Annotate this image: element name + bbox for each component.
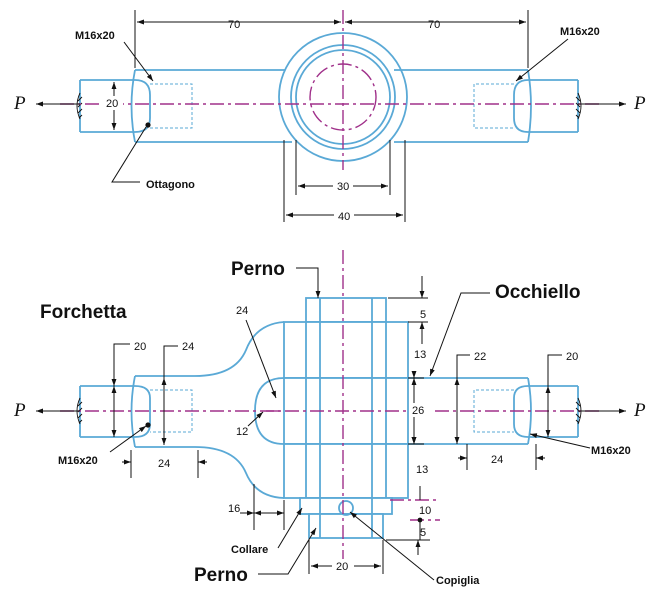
top-octagon-leader: [111, 126, 147, 183]
bot-cotter-hole: [338, 500, 354, 516]
bot-fork-lower-jaw: [283, 443, 409, 499]
bot-dim-12: 12: [236, 426, 248, 438]
top-right-arm: [394, 69, 532, 143]
bot-pin-head: [305, 297, 387, 323]
top-left-thread-hidden: [150, 83, 193, 129]
bot-dim-16: 16: [228, 503, 240, 515]
bot-collar-label: Collare: [231, 544, 268, 556]
bot-cotter-label: Copiglia: [436, 575, 480, 587]
bot-fork-upper-jaw: [283, 321, 409, 379]
top-left-arm-chamfer: [134, 79, 151, 133]
bot-dim-5-top: 5: [420, 309, 426, 321]
top-load-left-label: P: [13, 93, 26, 114]
bot-cotter-leader: [349, 511, 435, 581]
bot-eye-label: Occhiello: [495, 282, 581, 303]
top-octagon-label: Ottagono: [146, 179, 195, 191]
top-thread-left-leader: [123, 41, 154, 82]
bot-fork-outline: [135, 321, 285, 499]
bot-fork-chamfer: [134, 385, 151, 438]
top-thread-left: M16x20: [75, 30, 115, 42]
bot-dim-24-below-right: 24: [491, 454, 503, 466]
bot-dim-20-bottom: 20: [336, 561, 348, 573]
bot-fork-label: Forchetta: [40, 302, 127, 323]
bot-dim-5-bottom: 5: [420, 527, 426, 539]
bot-dim-22: 22: [474, 351, 486, 363]
bot-dim-10: 10: [419, 505, 431, 517]
bot-thread-right: M16x20: [591, 445, 631, 457]
bot-fork-left-end: [130, 375, 136, 448]
bot-dim-26: 26: [412, 405, 424, 417]
bot-dim-24-radius: 24: [236, 305, 248, 317]
bottom-view: Perno Forchetta Occhiello Perno Collare …: [13, 250, 646, 587]
bot-dim-13-top: 13: [414, 349, 426, 361]
bot-pin-top-label: Perno: [231, 259, 285, 280]
bot-load-left-label: P: [13, 400, 26, 421]
bot-collar-leader: [277, 507, 303, 549]
top-right-rod: [528, 79, 579, 133]
bot-dim-13-bottom: 13: [416, 464, 428, 476]
bot-dim-24-below-left: 24: [158, 458, 170, 470]
top-thread-right: M16x20: [560, 26, 600, 38]
bot-load-right-label: P: [633, 400, 646, 421]
top-dim-20: 20: [106, 98, 118, 110]
top-right-rod-hatch: [575, 92, 582, 120]
top-right-thread-hidden: [473, 83, 514, 129]
bot-thread-left: M16x20: [58, 455, 98, 467]
bot-eye-leader: [429, 292, 490, 377]
bot-pin-bottom-leader: [258, 527, 317, 575]
bot-dim-20-left: 20: [134, 341, 146, 353]
top-dim-40: 40: [338, 211, 350, 223]
top-dim-70-left: 70: [228, 19, 240, 31]
top-thread-right-leader: [515, 38, 569, 82]
bot-pin-top-leader: [296, 267, 321, 298]
top-right-arm-chamfer: [513, 79, 529, 133]
bot-dim-20-right: 20: [566, 351, 578, 363]
bot-pin-tail: [308, 513, 384, 539]
top-left-rod-hatch: [76, 92, 83, 120]
top-load-right-label: P: [633, 93, 646, 114]
bot-pin-bottom-label: Perno: [194, 565, 248, 586]
top-dim-70-right: 70: [428, 19, 440, 31]
bot-dim-24-left: 24: [182, 341, 194, 353]
top-dim-30: 30: [337, 181, 349, 193]
top-view: 70 70 M16x20 M16x20 20 Ottagono 30 40 P …: [13, 10, 646, 223]
top-left-rod: [79, 79, 135, 133]
top-left-arm: [130, 69, 292, 143]
